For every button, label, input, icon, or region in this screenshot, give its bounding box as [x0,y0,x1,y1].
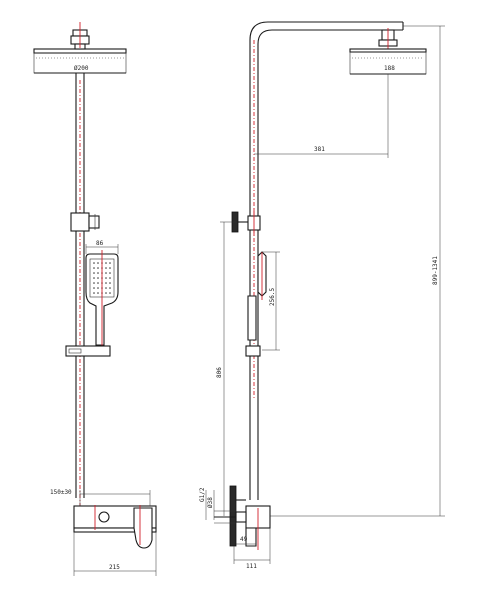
total-height-label: 899-1341 [432,256,439,285]
side-curved-arm [249,21,404,400]
arm-projection-dim: 381 [254,74,389,158]
side-wall-bracket [231,208,261,236]
base-width-label: 215 [109,564,120,571]
front-view: Ø200 [33,22,157,576]
inlet-offset-label: Ø38 [207,497,214,508]
side-rain-head: 188 [349,28,427,75]
side-mixer-valve: G1/2 Ø38 49 111 [199,485,271,570]
inlet-g-label: G1/2 [199,487,206,502]
base-depth-label: 111 [246,563,257,570]
front-handset: 86 [85,240,119,350]
front-mixer-valve: 150±30 215 [50,489,157,576]
front-head-dim-label: Ø200 [74,65,89,72]
arm-projection-label: 381 [314,146,325,153]
side-handset: 256.5 [245,251,280,357]
total-height-dim: 899-1341 [270,25,445,517]
slider-height-label: 256.5 [269,288,276,306]
front-slider-holder [65,345,111,357]
side-view: 188 381 899-1341 [199,21,445,570]
front-riser-pipe [75,73,85,520]
handset-dim-label: 86 [96,240,104,247]
bracket-height-label: 806 [216,367,223,378]
side-head-dim-label: 188 [384,65,395,72]
side-small-label: 49 [240,536,248,543]
front-rain-head: Ø200 [33,22,127,74]
front-mid-bracket [70,212,100,232]
bracket-height-dim: 806 [216,221,236,516]
outlet-spacing-label: 150±30 [50,489,72,496]
